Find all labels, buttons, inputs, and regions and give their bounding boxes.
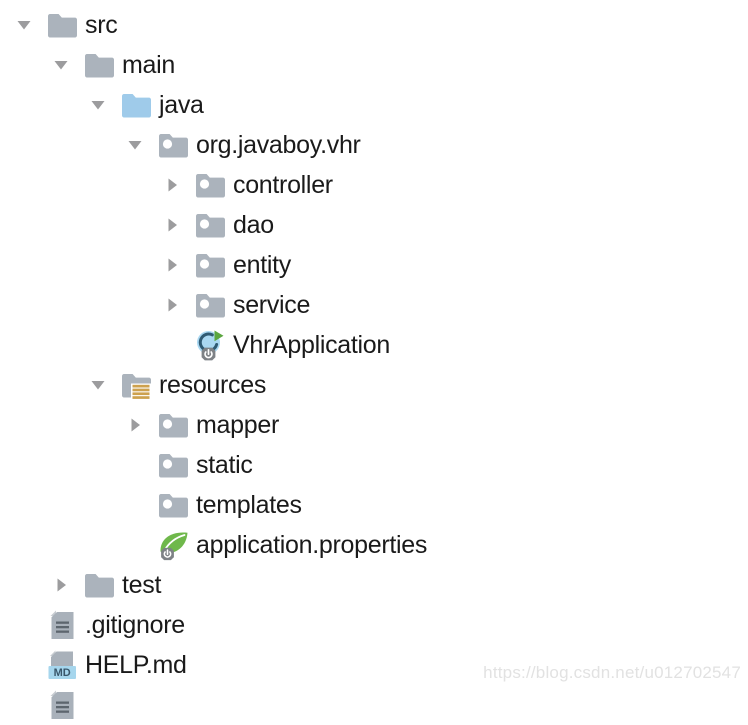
chevron-right-icon[interactable] bbox=[162, 285, 195, 325]
tree-item-entity[interactable]: entity bbox=[0, 245, 748, 285]
chevron-down-icon[interactable] bbox=[14, 5, 47, 45]
chevron-down-icon[interactable] bbox=[51, 45, 84, 85]
arrow-spacer bbox=[125, 445, 158, 485]
chevron-right-icon[interactable] bbox=[162, 245, 195, 285]
chevron-right-icon[interactable] bbox=[51, 565, 84, 605]
package-icon bbox=[195, 169, 226, 201]
chevron-down-icon[interactable] bbox=[88, 365, 121, 405]
svg-text:MD: MD bbox=[54, 667, 71, 679]
tree-item-application-properties[interactable]: application.properties bbox=[0, 525, 748, 565]
package-icon bbox=[158, 409, 189, 441]
chevron-down-icon[interactable] bbox=[125, 125, 158, 165]
tree-item-templates[interactable]: templates bbox=[0, 485, 748, 525]
tree-item-java[interactable]: java bbox=[0, 85, 748, 125]
arrow-spacer bbox=[125, 525, 158, 565]
tree-item-controller[interactable]: controller bbox=[0, 165, 748, 205]
folder-gray-icon bbox=[84, 569, 115, 601]
package-icon bbox=[195, 289, 226, 321]
tree-item-label: java bbox=[159, 90, 204, 119]
tree-item-label: mapper bbox=[196, 410, 279, 439]
tree-item-vhrapplication[interactable]: VhrApplication bbox=[0, 325, 748, 365]
tree-item-label: controller bbox=[233, 170, 333, 199]
tree-item-label: application.properties bbox=[196, 530, 428, 559]
chevron-right-icon[interactable] bbox=[162, 165, 195, 205]
arrow-spacer bbox=[14, 645, 47, 685]
tree-item-label: main bbox=[122, 50, 175, 79]
arrow-spacer bbox=[14, 685, 47, 725]
folder-gray-icon bbox=[47, 9, 78, 41]
tree-item-label: org.javaboy.vhr bbox=[196, 130, 361, 159]
tree-item-resources[interactable]: resources bbox=[0, 365, 748, 405]
package-icon bbox=[195, 249, 226, 281]
tree-item-label: test bbox=[122, 570, 162, 599]
chevron-right-icon[interactable] bbox=[125, 405, 158, 445]
tree-item-org-javaboy-vhr[interactable]: org.javaboy.vhr bbox=[0, 125, 748, 165]
tree-item-label: VhrApplication bbox=[233, 330, 391, 359]
chevron-right-icon[interactable] bbox=[162, 205, 195, 245]
spring-boot-class-icon bbox=[195, 329, 226, 361]
tree-item-file-partial[interactable] bbox=[0, 685, 748, 725]
tree-item-label: static bbox=[196, 450, 253, 479]
package-icon bbox=[195, 209, 226, 241]
package-icon bbox=[158, 129, 189, 161]
tree-item-test[interactable]: test bbox=[0, 565, 748, 605]
text-file-icon bbox=[47, 609, 78, 641]
arrow-spacer bbox=[162, 325, 195, 365]
tree-item-main[interactable]: main bbox=[0, 45, 748, 85]
tree-item-dao[interactable]: dao bbox=[0, 205, 748, 245]
package-icon bbox=[158, 449, 189, 481]
tree-item-label: templates bbox=[196, 490, 302, 519]
markdown-file-icon: MD bbox=[47, 649, 78, 681]
tree-item-service[interactable]: service bbox=[0, 285, 748, 325]
tree-item-label: service bbox=[233, 290, 311, 319]
tree-item-static[interactable]: static bbox=[0, 445, 748, 485]
package-icon bbox=[158, 489, 189, 521]
folder-resources-icon bbox=[121, 369, 152, 401]
tree-item-help-md[interactable]: MD HELP.md bbox=[0, 645, 748, 685]
tree-item-label: resources bbox=[159, 370, 267, 399]
tree-item-label: src bbox=[85, 10, 118, 39]
spring-properties-icon bbox=[158, 529, 189, 561]
tree-item-gitignore[interactable]: .gitignore bbox=[0, 605, 748, 645]
tree-item-src[interactable]: src bbox=[0, 5, 748, 45]
tree-item-label: dao bbox=[233, 210, 274, 239]
watermark: https://blog.csdn.net/u012702547 bbox=[483, 663, 741, 682]
arrow-spacer bbox=[125, 485, 158, 525]
folder-blue-icon bbox=[121, 89, 152, 121]
tree-item-mapper[interactable]: mapper bbox=[0, 405, 748, 445]
folder-gray-icon bbox=[84, 49, 115, 81]
tree-item-label: .gitignore bbox=[85, 610, 185, 639]
arrow-spacer bbox=[14, 605, 47, 645]
tree-item-label: entity bbox=[233, 250, 291, 279]
chevron-down-icon[interactable] bbox=[88, 85, 121, 125]
tree-item-label: HELP.md bbox=[85, 650, 187, 679]
